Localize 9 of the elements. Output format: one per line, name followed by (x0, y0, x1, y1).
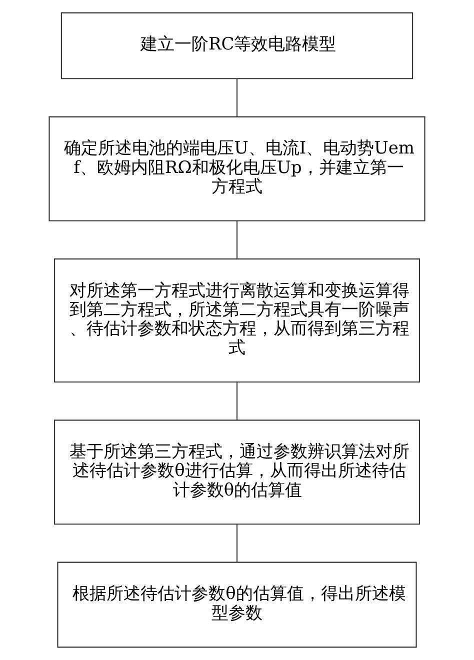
connector (236, 524, 238, 562)
node-box: 建立一阶RC等效电路模型 (60, 12, 414, 80)
node-box: 确定所述电池的端电压U、电流I、电动势Uemf、欧姆内阻RΩ和极化电压Up，并建立第一方程式 (48, 116, 426, 222)
connector (236, 220, 238, 259)
connector (236, 382, 238, 420)
node-box: 根据所述待估计参数θ的估算值，得出所述模型参数 (57, 562, 417, 648)
node-box: 对所述第一方程式进行离散运算和变换运算得到第二方程式，所述第二方程式具有一阶噪声、待估计参数和状态方程，从而得到第三方程式 (54, 258, 420, 382)
node-box: 基于所述第三方程式，通过参数辨识算法对所述待估计参数θ进行估算，从而得出所述待估计参数θ的估算值 (54, 420, 420, 525)
connector (236, 78, 238, 117)
